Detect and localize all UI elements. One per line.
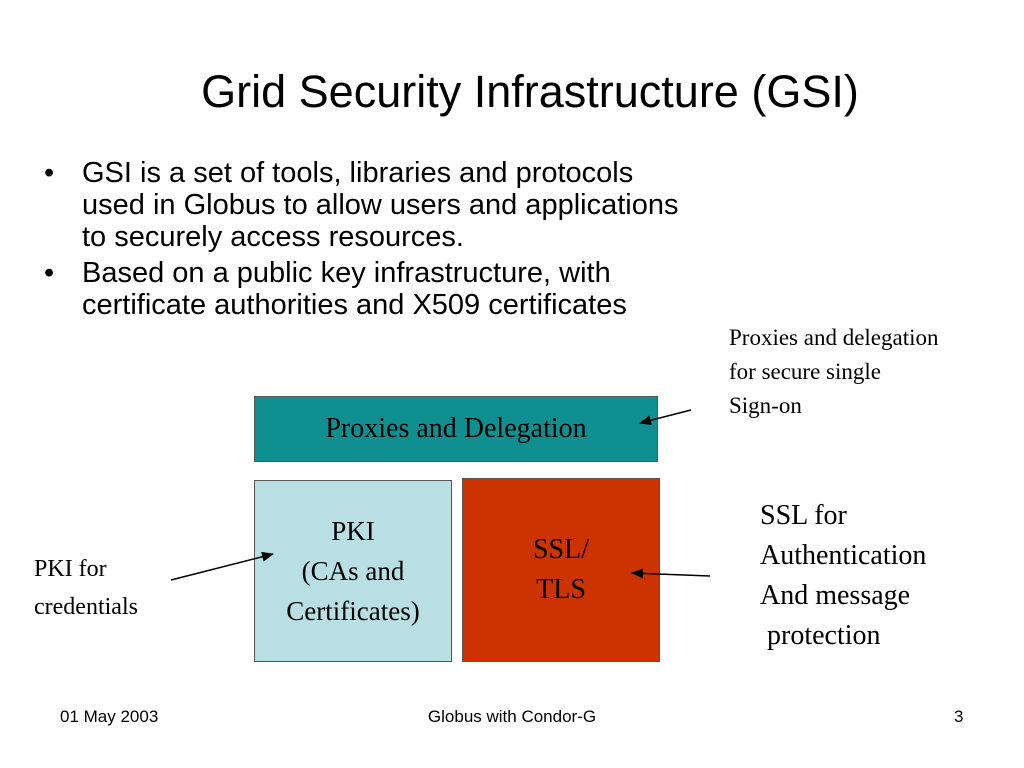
annotation-line: for secure single — [729, 359, 881, 384]
annotation-line: Authentication — [760, 540, 927, 571]
ssl-annotation: SSL for Authentication And message prote… — [760, 496, 926, 656]
annotation-line: SSL for — [760, 500, 847, 531]
annotation-line: protection — [760, 620, 881, 651]
ssl-arrow — [631, 568, 711, 579]
proxies-box-label: Proxies and Delegation — [325, 413, 587, 444]
page-number: 3 — [954, 707, 964, 726]
proxies-annotation: Proxies and delegation for secure single… — [729, 321, 939, 423]
pki-box-line: (CAs and — [301, 556, 405, 586]
pki-box: PKI (CAs and Certificates) — [254, 480, 452, 662]
ssl-tls-box: SSL/ TLS — [462, 478, 660, 662]
proxies-delegation-box: Proxies and Delegation — [254, 396, 658, 462]
pki-annotation: PKI for credentials — [34, 550, 138, 626]
footer-title: Globus with Condor-G — [427, 707, 597, 726]
annotation-line: Proxies and delegation — [729, 325, 939, 350]
bullet-dot-icon: • — [44, 257, 55, 289]
annotation-line: And message — [760, 580, 911, 611]
bullet-text: Based on a public key infrastructure, wi… — [82, 257, 627, 321]
slide-title: Grid Security Infrastructure (GSI) — [201, 66, 859, 117]
bullet-text: GSI is a set of tools, libraries and pro… — [82, 157, 679, 253]
ssl-box-line: SSL/ — [532, 534, 590, 565]
bullet-list: • GSI is a set of tools, libraries and p… — [44, 157, 704, 325]
bullet-item: • GSI is a set of tools, libraries and p… — [44, 157, 704, 253]
pki-arrow — [170, 551, 274, 581]
pki-box-line: Certificates) — [286, 596, 420, 626]
proxies-arrow — [639, 409, 692, 426]
annotation-line: Sign-on — [729, 393, 802, 418]
bullet-item: • Based on a public key infrastructure, … — [44, 257, 704, 321]
pki-box-line: PKI — [331, 516, 375, 546]
footer-date: 01 May 2003 — [60, 707, 159, 726]
bullet-dot-icon: • — [44, 157, 55, 189]
annotation-line: PKI for — [34, 556, 107, 582]
annotation-line: credentials — [34, 594, 138, 620]
ssl-box-line: TLS — [536, 574, 586, 605]
